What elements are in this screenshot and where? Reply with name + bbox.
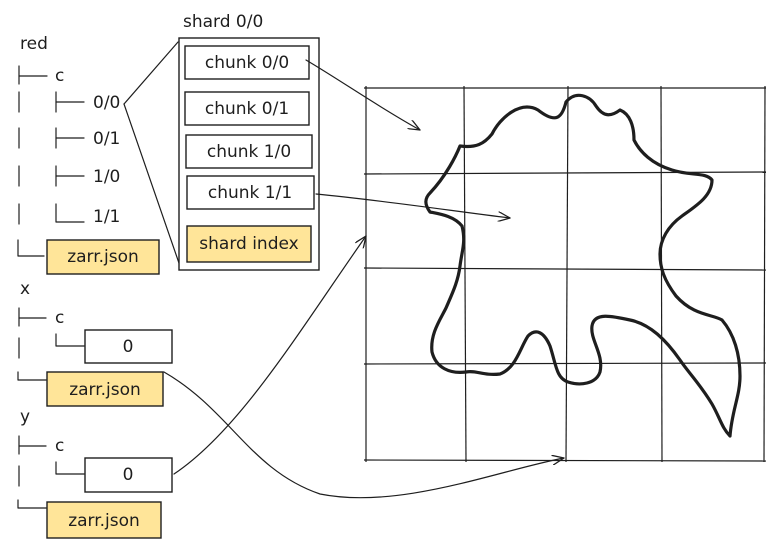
shard-index-box	[186, 225, 312, 263]
shard-chunk-label: chunk 0/0	[205, 53, 289, 73]
y-array-label: y	[20, 407, 30, 427]
x-chunk-box	[84, 329, 173, 364]
shard-title: shard 0/0	[183, 12, 263, 32]
y-to-grid-arrow	[173, 236, 366, 475]
red-chunk-item: 1/1	[93, 207, 120, 227]
grid-row-line	[363, 362, 767, 365]
grid-column-line	[660, 85, 663, 463]
red-array-label: red	[20, 34, 48, 54]
x-zarr-json-box	[46, 371, 164, 407]
x-to-grid-arrow	[163, 371, 564, 499]
red-zarr-json-label: zarr.json	[67, 247, 139, 267]
x-zarr-json-label: zarr.json	[69, 380, 141, 400]
shard-chunk-box	[184, 91, 310, 126]
grid-column-line	[463, 85, 467, 463]
shard-chunk-box	[185, 134, 313, 169]
y-zarr-json-label: zarr.json	[68, 511, 140, 531]
y-zarr-json-box	[46, 501, 162, 539]
red-chunk-item: 1/0	[93, 167, 120, 187]
shard-chunk-box	[186, 175, 315, 210]
shard-container: shard 0/0 chunk 0/0 chunk 0/1 chunk 1/0 …	[178, 12, 320, 271]
grid-row-line	[363, 267, 767, 271]
shard-chunk-label: chunk 0/1	[205, 99, 289, 119]
chunk-0-0-arrow	[305, 59, 420, 130]
red-array-tree: red c 0/0 0/1 1/0 1/1 zarr.json	[17, 34, 160, 275]
red-c-folder-label: c	[55, 66, 64, 86]
grid-column-line	[565, 85, 569, 463]
grid-row-line	[363, 171, 767, 175]
red-chunk-item: 0/0	[93, 93, 120, 113]
x-array-label: x	[20, 279, 30, 299]
mapping-arrows	[163, 59, 564, 499]
grid-column-line	[763, 85, 766, 463]
shape-outline	[424, 93, 742, 438]
red-tree-lines	[17, 65, 85, 257]
y-c-folder-label: c	[55, 436, 64, 456]
x-chunk-label: 0	[123, 337, 134, 357]
x-array-tree: x c 0 zarr.json	[17, 279, 173, 407]
shard-chunk-label: chunk 1/1	[208, 183, 292, 203]
shard-expansion-lines	[123, 41, 181, 267]
chunk-grid	[363, 85, 767, 463]
grid-row-line	[363, 459, 767, 462]
y-chunk-label: 0	[123, 465, 134, 485]
red-zarr-json-box	[46, 239, 160, 275]
shard-chunk-box	[184, 45, 310, 80]
shard-chunk-label: chunk 1/0	[207, 142, 291, 162]
x-c-folder-label: c	[55, 308, 64, 328]
chunk-1-1-arrow	[315, 193, 510, 218]
shard-index-label: shard index	[199, 234, 298, 254]
y-array-tree: y c 0 zarr.json	[17, 407, 173, 539]
red-chunk-item: 0/1	[93, 129, 120, 149]
y-chunk-box	[84, 457, 173, 493]
